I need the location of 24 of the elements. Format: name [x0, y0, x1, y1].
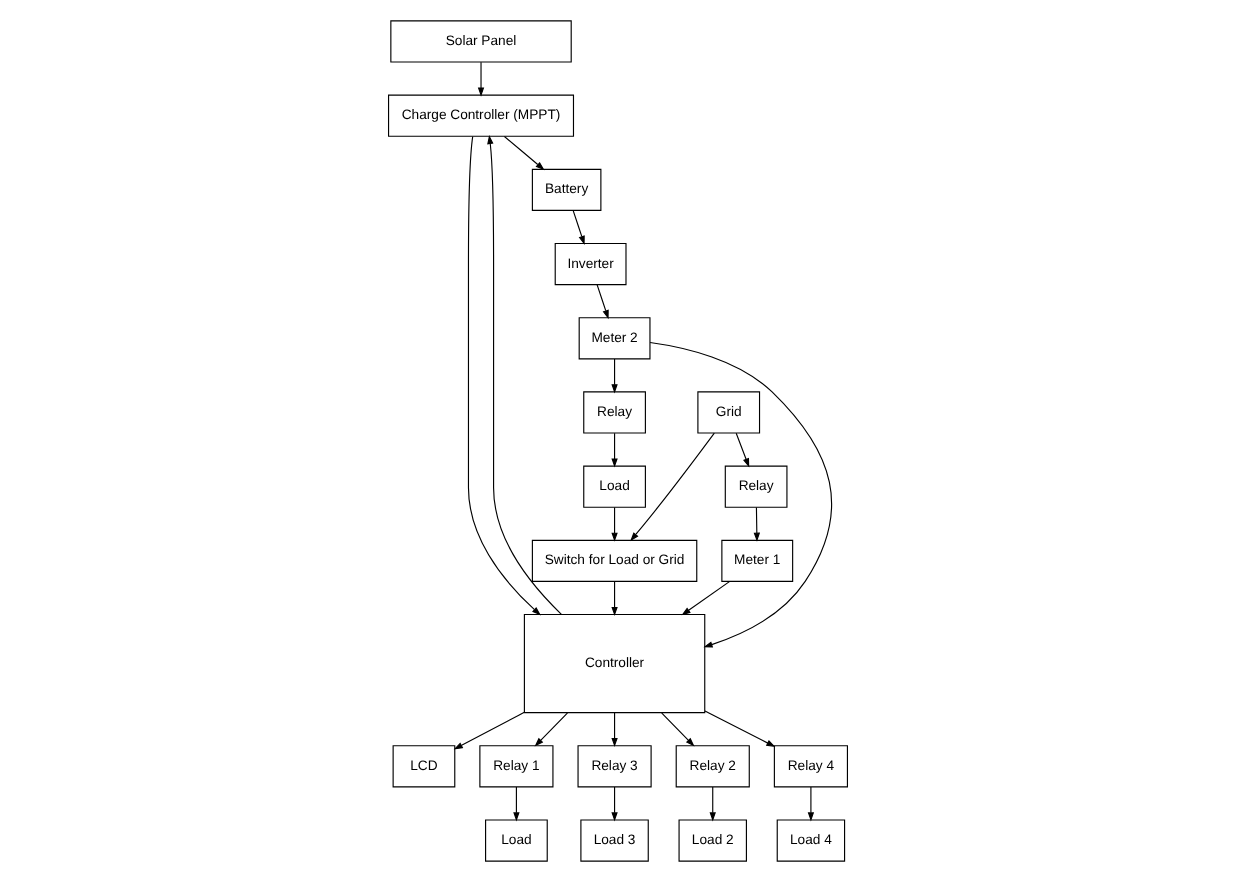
- arrow: [703, 710, 775, 748]
- arrow: [476, 61, 484, 97]
- arrow: [502, 135, 544, 171]
- arrow: [595, 284, 608, 320]
- arrow: [452, 711, 524, 750]
- arrow: [610, 358, 617, 394]
- arrow: [610, 506, 617, 542]
- arrow: [752, 506, 760, 542]
- arrow: [610, 581, 617, 617]
- arrow: [512, 786, 519, 822]
- arrow: [680, 581, 729, 616]
- arrow: [660, 712, 694, 747]
- arrow: [629, 432, 714, 542]
- arrow: [648, 341, 832, 648]
- arrow: [533, 712, 568, 747]
- arrow: [466, 136, 540, 616]
- arrow: [486, 134, 561, 615]
- arrow: [571, 210, 584, 245]
- arrow: [610, 432, 617, 468]
- arrow: [806, 786, 814, 822]
- arrow: [610, 786, 617, 822]
- arrow: [610, 712, 617, 748]
- arrow: [734, 432, 749, 468]
- arrow: [708, 786, 715, 822]
